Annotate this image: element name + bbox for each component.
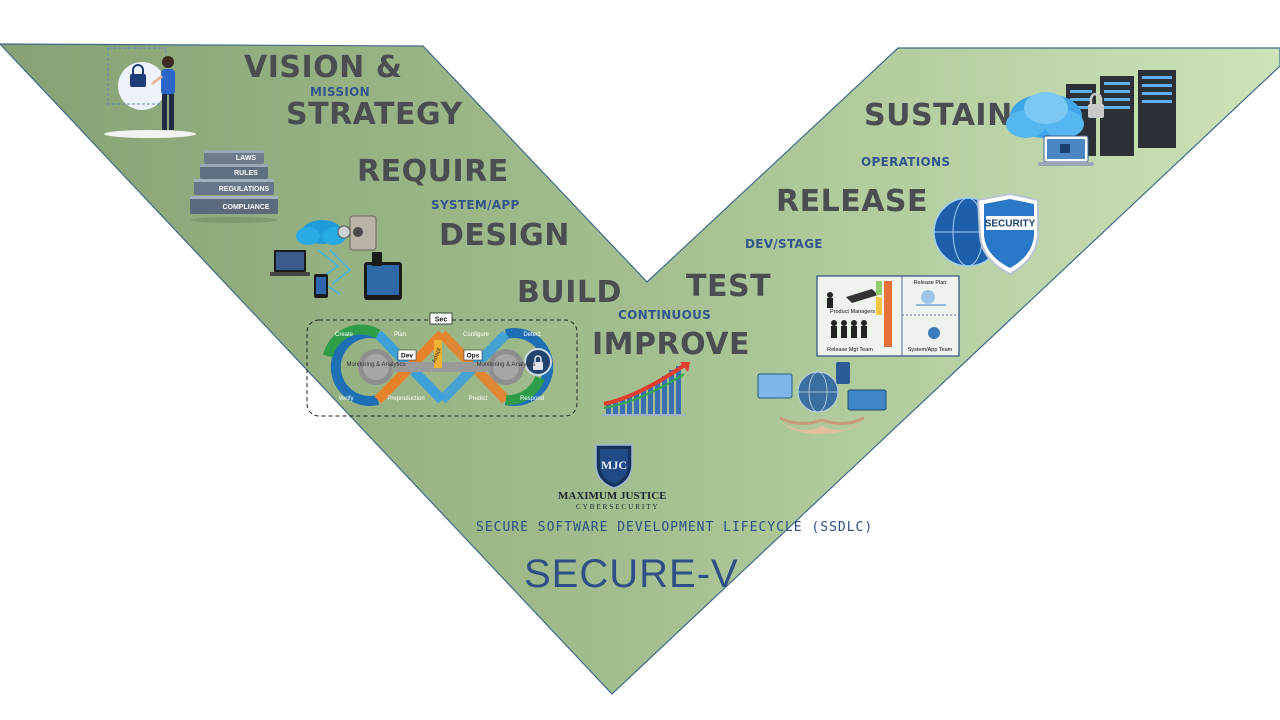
loop-dev: Dev <box>401 353 413 360</box>
loop-configure: Configure <box>463 332 490 338</box>
stage-continuous: CONTINUOUS <box>618 308 711 322</box>
loop-ops: Ops <box>467 353 480 360</box>
devsecops-loop-diagram: Sec Dev Ops Adapt Create Plan Configure … <box>306 312 578 418</box>
release-org-chart: Product Managers Release Plan Release Mg… <box>816 275 960 357</box>
loop-create: Create <box>335 332 354 338</box>
stage-vision: VISION & <box>244 50 402 85</box>
stage-strategy: STRATEGY <box>286 97 463 132</box>
maximum-justice-logo-icon: MJC <box>592 443 636 489</box>
stage-build: BUILD <box>517 275 622 310</box>
secure-v-title: SECURE-V <box>524 552 739 597</box>
loop-plan: Plan <box>394 332 406 338</box>
org-release-plan: Release Plan <box>914 280 947 286</box>
security-shield-icon: SECURITY <box>932 188 1042 278</box>
cloud-devices-icon <box>268 210 416 308</box>
person-lock-icon <box>100 44 200 140</box>
loop-respond: Respond <box>520 396 544 402</box>
loop-monitoring-left: Monitoring & Analytics <box>346 362 405 368</box>
stage-operations: OPERATIONS <box>861 155 950 169</box>
loop-detect: Detect <box>523 332 541 338</box>
ssdlc-subtitle: SECURE SOFTWARE DEVELOPMENT LIFECYCLE (S… <box>476 520 873 535</box>
growth-chart-icon <box>600 360 696 420</box>
stage-system-app: SYSTEM/APP <box>431 198 520 212</box>
logo-initials: MJC <box>601 458 627 472</box>
stage-test: TEST <box>686 269 771 304</box>
stage-dev-stage: DEV/STAGE <box>745 237 823 251</box>
logo-line2: CYBERSECURITY <box>576 503 660 511</box>
stage-require: REQUIRE <box>357 154 509 189</box>
book-regulations: REGULATIONS <box>219 186 270 193</box>
loop-preproduction: Preproduction <box>387 396 424 402</box>
security-label: SECURITY <box>985 219 1036 230</box>
book-compliance: COMPLIANCE <box>222 204 269 211</box>
stage-sustain: SUSTAIN <box>864 98 1013 133</box>
book-laws: LAWS <box>236 155 257 162</box>
book-rules: RULES <box>234 170 258 177</box>
stage-release: RELEASE <box>776 184 928 219</box>
loop-predict: Predict <box>469 396 488 402</box>
stage-design: DESIGN <box>439 218 570 253</box>
org-product-managers: Product Managers <box>830 309 875 315</box>
org-system-app-team: System/App Team <box>908 347 953 353</box>
hands-globe-devices-icon <box>752 356 892 438</box>
cloud-servers-icon <box>1004 66 1194 178</box>
loop-verify: Verify <box>338 396 353 402</box>
logo-line1: MAXIMUM JUSTICE <box>558 490 666 502</box>
loop-monitoring-right: Monitoring & Analytics <box>476 362 535 368</box>
stage-improve: IMPROVE <box>592 327 750 362</box>
org-release-mgt-team: Release Mgt Team <box>827 347 873 353</box>
loop-sec: Sec <box>435 317 448 324</box>
